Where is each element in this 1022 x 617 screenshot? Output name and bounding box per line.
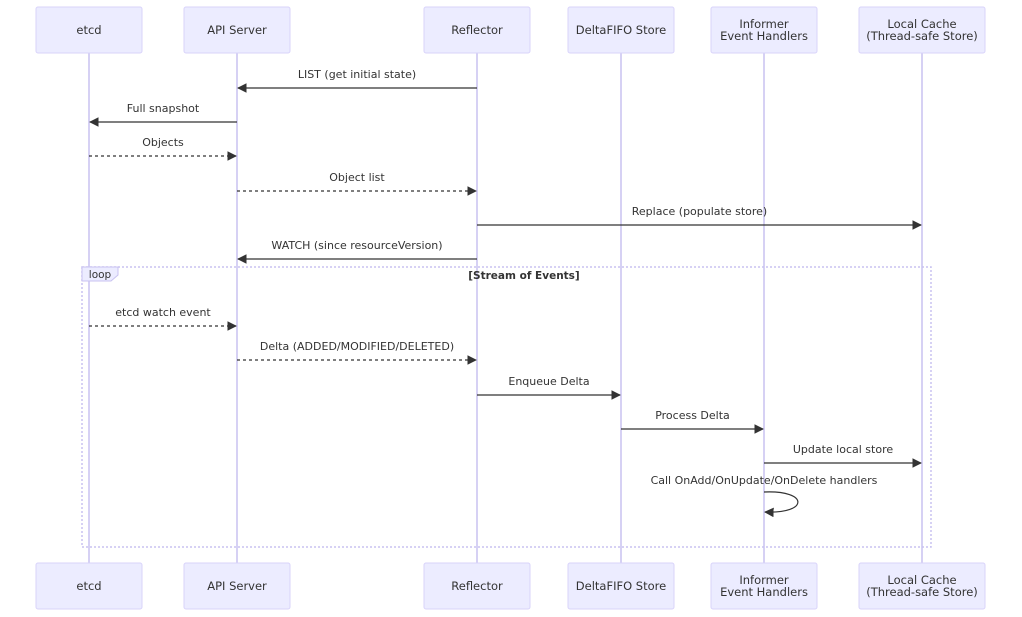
message-label: Process Delta: [655, 409, 730, 422]
participant-label: Informer: [739, 17, 789, 31]
participant-label: Reflector: [451, 579, 503, 593]
participant-box: [183, 562, 291, 610]
participant-fifo-top: DeltaFIFO Store: [567, 6, 675, 54]
participant-label: DeltaFIFO Store: [576, 579, 666, 593]
loop-frame: loop [Stream of Events]: [81, 266, 932, 548]
message-label: WATCH (since resourceVersion): [271, 239, 442, 252]
participant-box: [710, 6, 818, 54]
participant-box: [183, 6, 291, 54]
participant-label: API Server: [207, 23, 267, 37]
participant-label: Informer: [739, 573, 789, 587]
message-label: etcd watch event: [115, 306, 211, 319]
message-label: Object list: [329, 171, 385, 184]
message: Update local store: [764, 443, 922, 468]
message: etcd watch event: [89, 306, 237, 331]
loop-condition: [Stream of Events]: [468, 270, 579, 282]
message-label: Objects: [142, 136, 184, 149]
message-label: Call OnAdd/OnUpdate/OnDelete handlers: [651, 474, 878, 487]
message: LIST (get initial state): [237, 68, 477, 93]
participant-cache-top: Local Cache(Thread-safe Store): [858, 6, 986, 54]
loop-label: loop: [89, 269, 112, 281]
participant-label: Local Cache: [887, 17, 956, 31]
participant-box: [710, 562, 818, 610]
loop-label-tab: [81, 266, 119, 282]
participant-box: [567, 6, 675, 54]
participant-box: [423, 562, 531, 610]
participant-etcd-bottom: etcd: [35, 562, 143, 610]
message-arrow: [763, 491, 799, 518]
participant-api-top: API Server: [183, 6, 291, 54]
message: Call OnAdd/OnUpdate/OnDelete handlers: [651, 474, 878, 518]
participant-box: [858, 6, 986, 54]
participant-label: Event Handlers: [720, 29, 808, 43]
message-label: Delta (ADDED/MODIFIED/DELETED): [260, 340, 454, 353]
participant-label: (Thread-safe Store): [866, 29, 978, 43]
participant-label: etcd: [76, 579, 101, 593]
participant-label: API Server: [207, 579, 267, 593]
participant-etcd-top: etcd: [35, 6, 143, 54]
message-label: Replace (populate store): [632, 205, 767, 218]
message: WATCH (since resourceVersion): [237, 239, 477, 264]
message: Full snapshot: [89, 102, 237, 127]
participant-reflector-top: Reflector: [423, 6, 531, 54]
participant-box: [567, 562, 675, 610]
message: Objects: [89, 136, 237, 161]
participant-label: (Thread-safe Store): [866, 585, 978, 599]
participant-label: Event Handlers: [720, 585, 808, 599]
message-label: Update local store: [793, 443, 894, 456]
participant-cache-bottom: Local Cache(Thread-safe Store): [858, 562, 986, 610]
participant-label: Local Cache: [887, 573, 956, 587]
participant-label: etcd: [76, 23, 101, 37]
participant-reflector-bottom: Reflector: [423, 562, 531, 610]
participant-api-bottom: API Server: [183, 562, 291, 610]
participant-label: Reflector: [451, 23, 503, 37]
participant-box: [858, 562, 986, 610]
message-label: Enqueue Delta: [508, 375, 589, 388]
message: Delta (ADDED/MODIFIED/DELETED): [237, 340, 477, 365]
message: Object list: [237, 171, 477, 196]
message-label: Full snapshot: [127, 102, 200, 115]
participant-label: DeltaFIFO Store: [576, 23, 666, 37]
participant-box: [35, 6, 143, 54]
message: Replace (populate store): [477, 205, 922, 230]
message: Enqueue Delta: [477, 375, 621, 400]
participant-box: [423, 6, 531, 54]
participant-box: [35, 562, 143, 610]
participant-fifo-bottom: DeltaFIFO Store: [567, 562, 675, 610]
message: Process Delta: [621, 409, 764, 434]
message-label: LIST (get initial state): [298, 68, 416, 81]
